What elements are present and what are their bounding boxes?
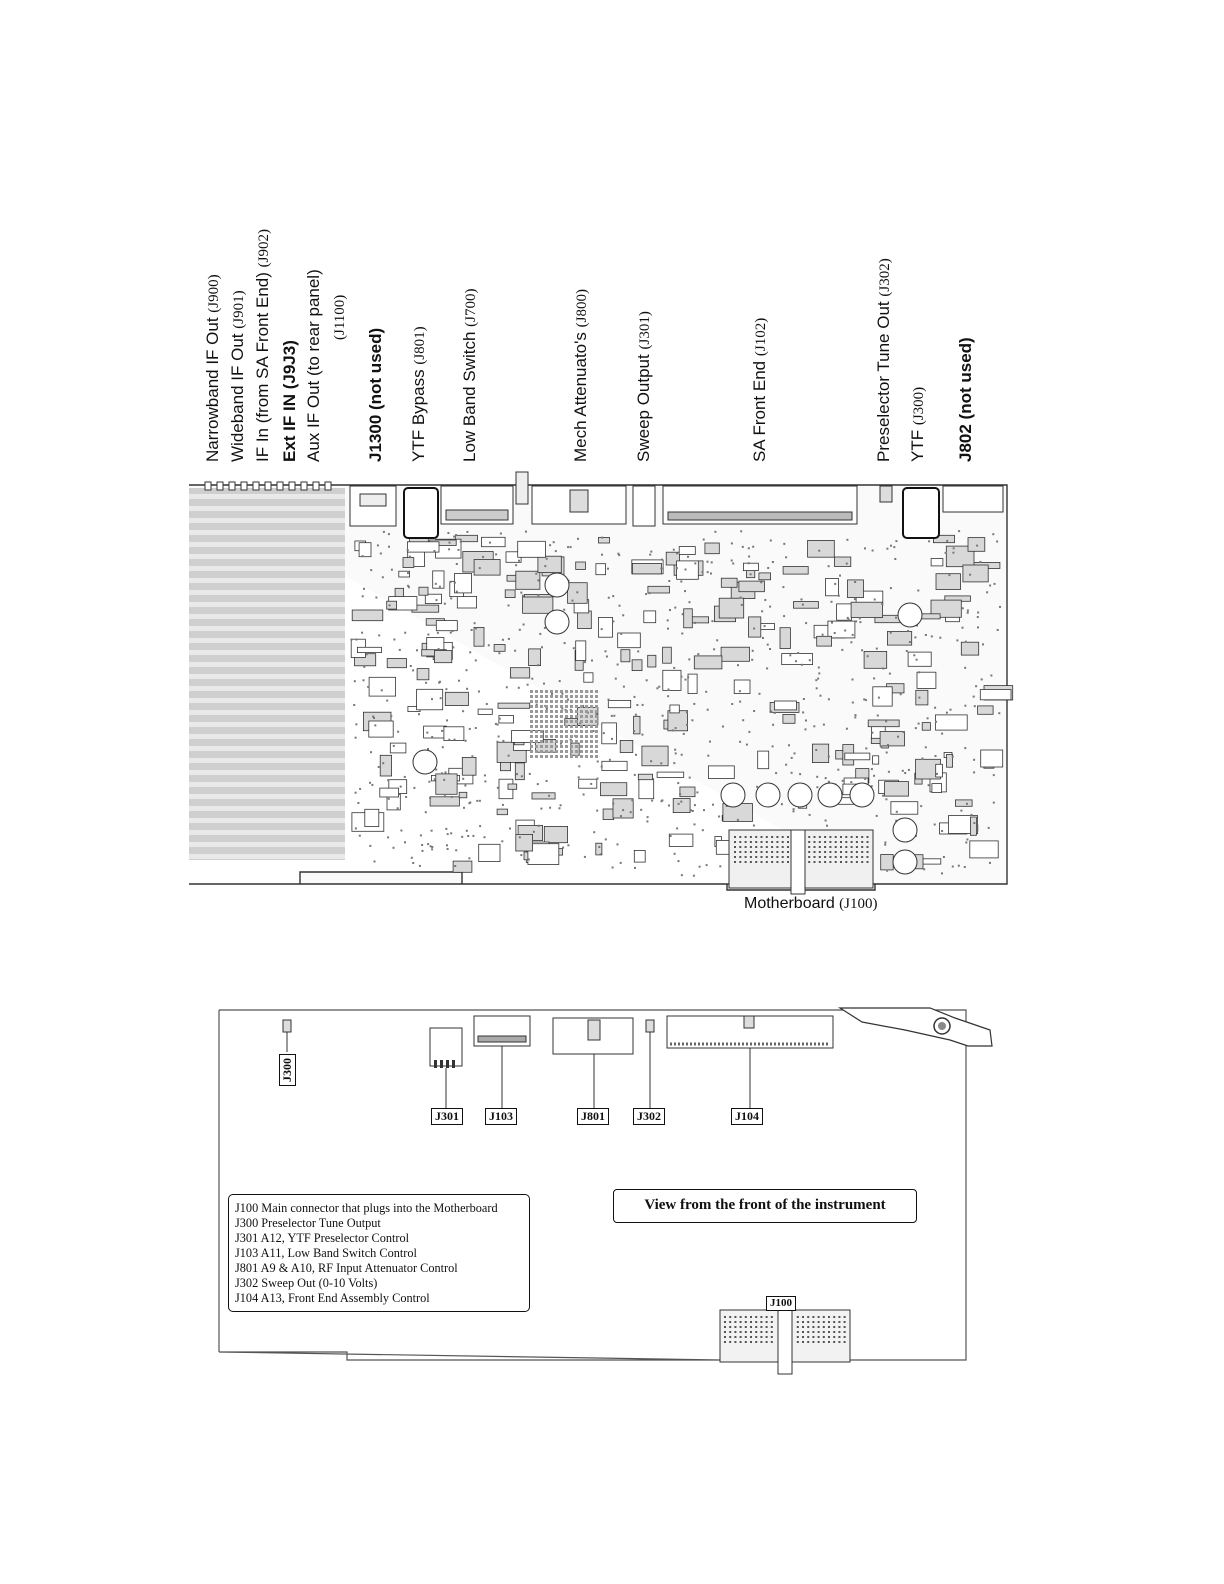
heatsink	[189, 481, 345, 860]
motherboard-ref: (J100)	[839, 896, 878, 912]
motherboard-connector	[728, 829, 874, 895]
legend-line: J801 A9 & A10, RF Input Attenuator Contr…	[235, 1261, 458, 1275]
legend-line: J104 A13, Front End Assembly Control	[235, 1291, 430, 1305]
mount-bracket	[837, 1007, 993, 1047]
top-board-drawing	[189, 471, 1014, 895]
view-note: View from the front of the instrument	[613, 1189, 917, 1223]
label-j300: J300	[279, 1054, 296, 1086]
legend-line: J103 A11, Low Band Switch Control	[235, 1246, 417, 1260]
label-j801: J801	[577, 1108, 609, 1125]
edge-connectors	[349, 471, 1004, 539]
label-j104: J104	[731, 1108, 763, 1125]
legend-line: J100 Main connector that plugs into the …	[235, 1201, 498, 1215]
label-j302: J302	[633, 1108, 665, 1125]
motherboard-name: Motherboard	[744, 895, 835, 912]
top-board-diagram: Narrowband IF Out (J900)Wideband IF Out …	[189, 229, 1014, 913]
label-j301: J301	[431, 1108, 463, 1125]
motherboard-label: Motherboard (J100)	[744, 895, 878, 913]
connector-legend: J100 Main connector that plugs into the …	[228, 1194, 530, 1312]
legend-line: J302 Sweep Out (0-10 Volts)	[235, 1276, 378, 1290]
label-j100: J100	[766, 1296, 796, 1311]
label-j103: J103	[485, 1108, 517, 1125]
bottom-board-outline	[218, 1009, 967, 1361]
legend-line: J301 A12, YTF Preselector Control	[235, 1231, 410, 1245]
legend-line: J300 Preselector Tune Output	[235, 1216, 381, 1230]
